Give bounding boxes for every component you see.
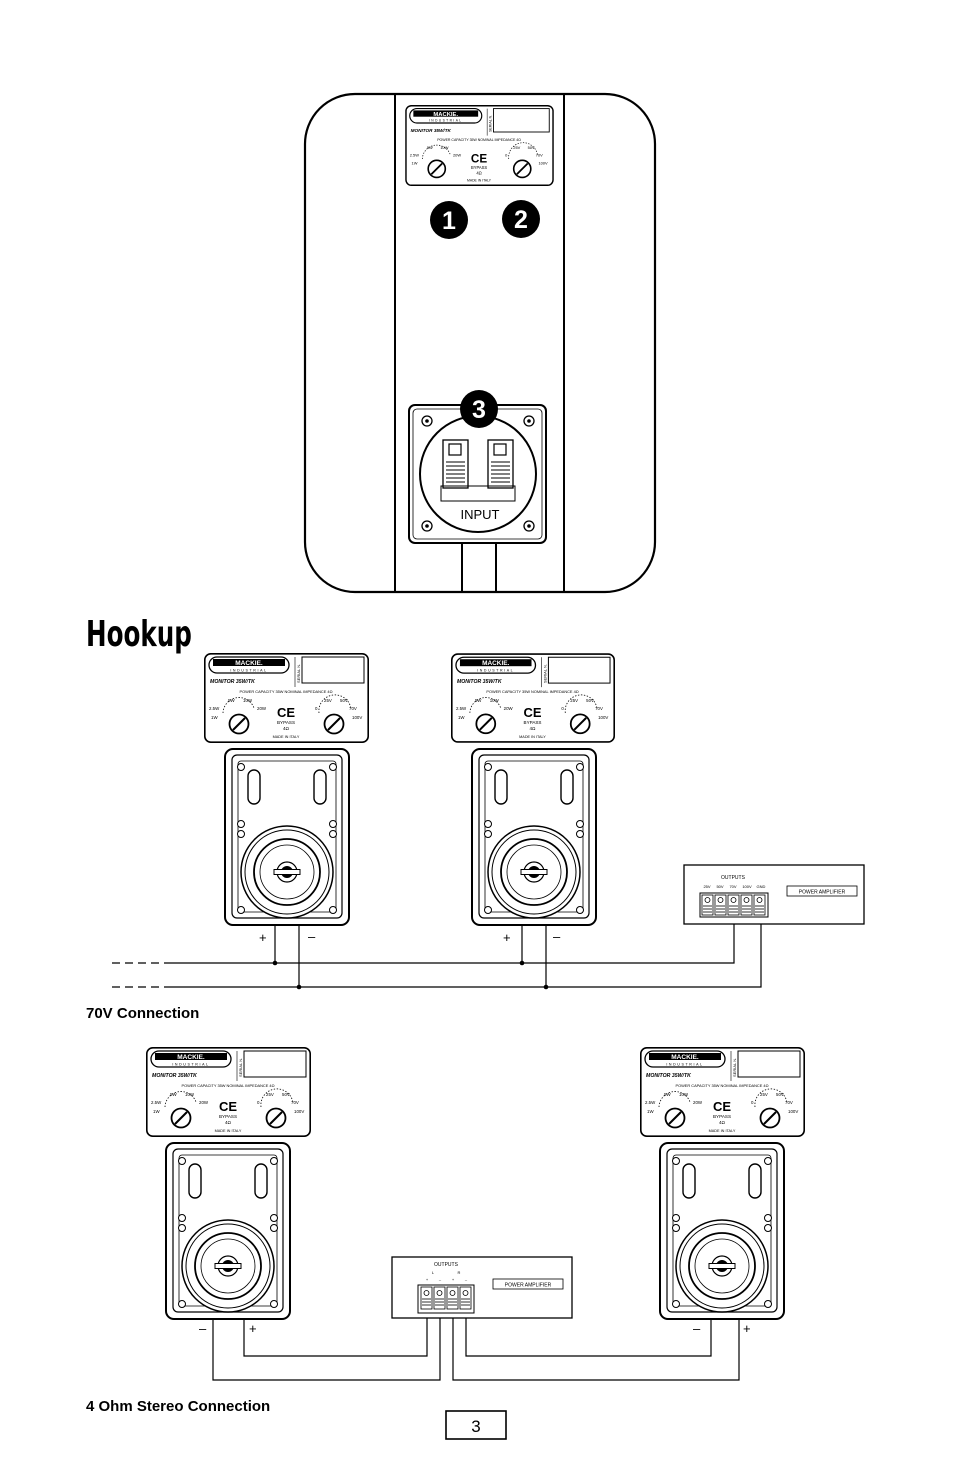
label-plate-2 <box>450 653 616 743</box>
amp-l-minus: – <box>439 1277 442 1282</box>
amp-terminal-50v: 50V <box>716 884 723 889</box>
callout-2: 2 <box>514 206 528 234</box>
amp-outputs-label: OUTPUTS <box>434 1262 459 1268</box>
speaker-2-plus: + <box>503 930 511 945</box>
diagram-70v: + – + – OUTPUTS 25V 50V 70V 100V GND POW… <box>86 652 865 1022</box>
caption-70v: 70V Connection <box>86 1005 199 1022</box>
speaker-left-plus: + <box>249 1321 257 1336</box>
power-amplifier-70v: OUTPUTS 25V 50V 70V 100V GND POWER AMPLI… <box>683 864 865 925</box>
amp-channel-r: R <box>458 1270 461 1275</box>
speaker-left-minus: – <box>199 1321 207 1336</box>
callout-1-badge: 1 <box>430 201 468 239</box>
power-amplifier-4ohm: OUTPUTS L R + – + – POWER AMPLIFIER <box>391 1256 573 1319</box>
speaker-1-plus: + <box>259 930 267 945</box>
callout-3-badge: 3 <box>460 390 498 428</box>
amp-label: POWER AMPLIFIER <box>799 890 846 896</box>
input-terminal-panel: INPUT <box>408 404 547 544</box>
amp-terminal-25v: 25V <box>703 884 710 889</box>
speaker-right-plus: + <box>743 1321 751 1336</box>
callout-2-badge: 2 <box>502 200 540 238</box>
label-plate-right <box>639 1046 806 1138</box>
page-title: Hookup <box>86 615 192 656</box>
callout-1: 1 <box>442 207 456 235</box>
caption-4ohm: 4 Ohm Stereo Connection <box>86 1398 270 1415</box>
speaker-back-view: 1 2 INPUT 3 <box>303 92 657 594</box>
page-number-box: 3 <box>445 1410 507 1440</box>
amp-terminal-70v: 70V <box>729 884 736 889</box>
speaker-2 <box>471 748 597 926</box>
speaker-1 <box>224 748 350 926</box>
amp-l-plus: + <box>426 1277 429 1282</box>
amp-outputs-label: OUTPUTS <box>721 875 746 881</box>
callout-3: 3 <box>472 396 486 424</box>
amp-label: POWER AMPLIFIER <box>505 1283 552 1289</box>
page-number: 3 <box>471 1417 480 1436</box>
speaker-left <box>165 1142 291 1320</box>
amp-channel-l: L <box>432 1270 435 1275</box>
amp-r-minus: – <box>465 1277 468 1282</box>
label-plate-left <box>145 1046 312 1138</box>
label-plate-1 <box>203 652 370 744</box>
speaker-right <box>659 1142 785 1320</box>
amp-r-plus: + <box>452 1277 455 1282</box>
input-label: INPUT <box>461 507 500 522</box>
speaker-1-minus: – <box>308 929 316 944</box>
speaker-2-minus: – <box>553 929 561 944</box>
diagram-4ohm: – + – + OUTPUTS L R + – + – POWER AMPLIF… <box>86 1046 806 1415</box>
amp-terminal-gnd: GND <box>757 884 766 889</box>
amp-terminal-100v: 100V <box>742 884 752 889</box>
speaker-right-minus: – <box>693 1321 701 1336</box>
